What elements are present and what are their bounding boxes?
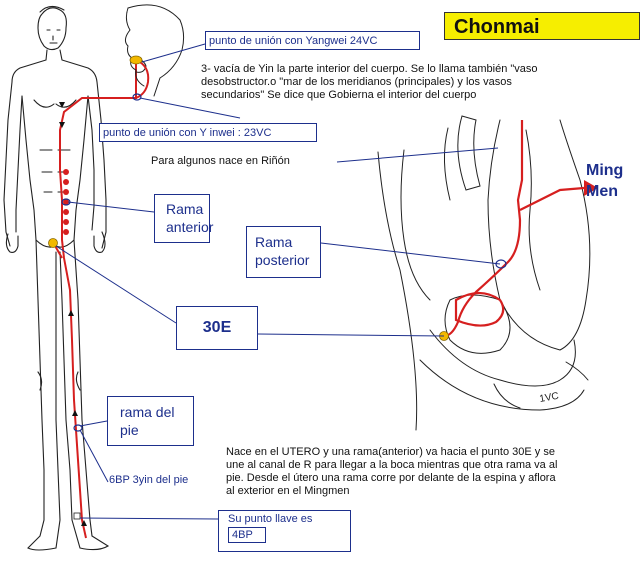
- point-4bp-marker: [73, 512, 81, 520]
- rama-pie-line-2: pie: [120, 422, 139, 438]
- rama-anterior-line-2: anterior: [166, 219, 214, 235]
- rama-anterior-line-1: Rama: [166, 201, 204, 217]
- point-24vc: [129, 55, 143, 65]
- rama-pie-label: rama del pie: [107, 396, 194, 446]
- body-figure: [3, 5, 110, 551]
- intro-line-2: desobstructor.o "mar de los meridianos (…: [201, 76, 512, 88]
- point-30e: [48, 238, 58, 248]
- rama-posterior-line-2: posterior: [255, 252, 310, 268]
- description-line-2: une al canal de R para llegar a la boca …: [226, 459, 558, 471]
- key-point-title: Su punto llave es: [228, 513, 313, 525]
- mingmen-label: Ming Men: [586, 160, 623, 202]
- description-line-3: pie. Desde el útero una rama corre por d…: [226, 472, 556, 484]
- head-profile: [124, 4, 185, 97]
- mingmen-line-2: Men: [586, 183, 618, 200]
- description-line-1: Nace en el UTERO y una rama(anterior) va…: [226, 446, 555, 458]
- description-text: Nace en el UTERO y una rama(anterior) va…: [226, 446, 557, 498]
- description-line-4: al exterior en el Mingmen: [226, 485, 350, 497]
- diagram-title: Chonmai: [444, 12, 640, 40]
- intro-text: 3- vacía de Yin la parte interior del cu…: [201, 63, 538, 102]
- point-23vc: [132, 93, 142, 101]
- rama-posterior-line-1: Rama: [255, 234, 293, 250]
- rama-anterior-label: Rama anterior: [154, 194, 214, 243]
- yangwei-label: punto de unión con Yangwei 24VC: [205, 31, 420, 50]
- key-point-box: Su punto llave es 4BP: [218, 510, 351, 552]
- intro-line-3: secundarios" Se dice que Gobierna el int…: [201, 89, 477, 101]
- meridian-points: [63, 169, 69, 235]
- rama-pie-line-1: rama del: [120, 404, 175, 420]
- rama-posterior-label: Rama posterior: [246, 226, 321, 278]
- rinon-label: Para algunos nace en Riñón: [151, 155, 290, 167]
- connector-lines: [55, 43, 501, 520]
- mingmen-line-1: Ming: [586, 162, 624, 179]
- point-30e-label: 30E: [176, 306, 258, 350]
- yinwei-label: punto de unión con Y inwei : 23VC: [99, 123, 317, 142]
- point-foot-marker: [73, 424, 83, 432]
- point-6bp-label: 6BP 3yin del pie: [109, 474, 189, 486]
- intro-line-1: 3- vacía de Yin la parte interior del cu…: [201, 63, 538, 75]
- pelvis-meridian: [443, 120, 585, 338]
- key-point-value: 4BP: [228, 527, 266, 543]
- pelvis-section: [377, 115, 591, 431]
- vc-label: 1VC: [539, 391, 560, 405]
